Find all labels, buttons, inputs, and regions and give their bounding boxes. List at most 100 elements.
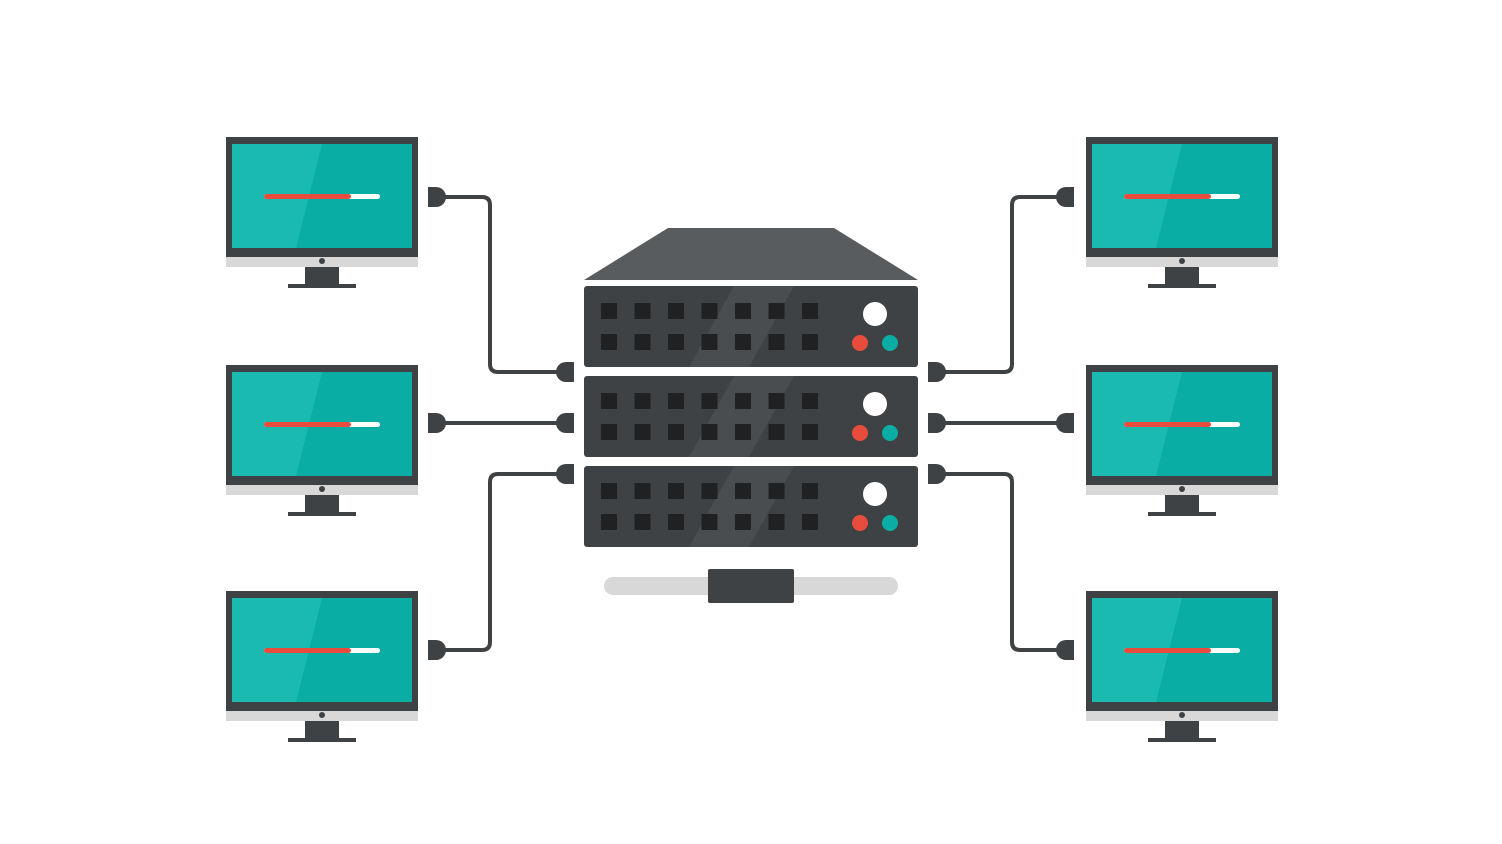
server-port bbox=[735, 424, 751, 440]
monitor-foot bbox=[1148, 738, 1216, 742]
server-port bbox=[735, 483, 751, 499]
monitor-power-dot bbox=[319, 258, 325, 264]
monitor-neck bbox=[1165, 267, 1199, 285]
status-led-teal bbox=[882, 425, 898, 441]
server-port bbox=[601, 393, 617, 409]
status-led-red bbox=[852, 425, 868, 441]
monitor-foot bbox=[288, 284, 356, 288]
server-unit-1 bbox=[584, 286, 918, 367]
cable-plug-icon bbox=[428, 640, 450, 660]
server-port bbox=[634, 424, 651, 440]
server-port bbox=[634, 334, 651, 350]
progress-fill bbox=[264, 194, 351, 199]
server-port bbox=[668, 483, 684, 499]
cable-plug-icon bbox=[552, 362, 574, 382]
server-port bbox=[735, 303, 751, 319]
monitor-neck bbox=[305, 721, 339, 739]
server-unit-2 bbox=[584, 376, 918, 457]
server-port bbox=[701, 483, 718, 499]
status-led-red bbox=[852, 335, 868, 351]
server-port bbox=[802, 483, 818, 499]
server-port bbox=[735, 393, 751, 409]
server-port bbox=[668, 334, 684, 350]
monitor-middle-right bbox=[1086, 365, 1278, 516]
server-port bbox=[701, 303, 718, 319]
server-port bbox=[735, 514, 751, 530]
server-port bbox=[768, 303, 785, 319]
server-port bbox=[601, 514, 617, 530]
server-port bbox=[601, 303, 617, 319]
monitor-foot bbox=[288, 512, 356, 516]
network-cable bbox=[944, 472, 1058, 652]
monitor-foot bbox=[1148, 512, 1216, 516]
server-port bbox=[768, 514, 785, 530]
monitor-neck bbox=[1165, 721, 1199, 739]
server-port bbox=[668, 303, 684, 319]
monitor-power-dot bbox=[319, 486, 325, 492]
monitor-power-dot bbox=[1179, 486, 1185, 492]
cable-plug-icon bbox=[928, 362, 950, 382]
status-led-white bbox=[863, 392, 887, 416]
progress-fill bbox=[1124, 422, 1211, 427]
server-port bbox=[802, 514, 818, 530]
server-port bbox=[601, 483, 617, 499]
status-led-teal bbox=[882, 335, 898, 351]
progress-fill bbox=[264, 422, 351, 427]
server-port bbox=[768, 424, 785, 440]
monitor-top-left bbox=[226, 137, 418, 288]
status-led-white bbox=[863, 302, 887, 326]
server-port bbox=[802, 393, 818, 409]
server-port bbox=[802, 424, 818, 440]
status-led-red bbox=[852, 515, 868, 531]
server-port bbox=[634, 393, 651, 409]
server-port bbox=[701, 514, 718, 530]
status-led-teal bbox=[882, 515, 898, 531]
server-port bbox=[668, 393, 684, 409]
server-rack-icon bbox=[584, 228, 918, 603]
monitor-bottom-right bbox=[1086, 591, 1278, 742]
server-port bbox=[701, 334, 718, 350]
server-port bbox=[701, 393, 718, 409]
network-cable bbox=[446, 195, 558, 374]
server-port bbox=[634, 483, 651, 499]
server-top-cover bbox=[584, 228, 918, 280]
cable-plug-icon bbox=[428, 413, 450, 433]
cable-plug-icon bbox=[928, 413, 950, 433]
monitor-neck bbox=[305, 495, 339, 513]
server-port bbox=[802, 303, 818, 319]
progress-fill bbox=[264, 648, 351, 653]
cable-plug-icon bbox=[1052, 413, 1074, 433]
server-port bbox=[768, 393, 785, 409]
cable-plug-icon bbox=[552, 413, 574, 433]
server-port bbox=[634, 514, 651, 530]
monitor-foot bbox=[288, 738, 356, 742]
monitor-power-dot bbox=[1179, 712, 1185, 718]
monitor-middle-left bbox=[226, 365, 418, 516]
cable-plug-icon bbox=[428, 187, 450, 207]
server-port bbox=[701, 424, 718, 440]
monitor-bottom-left bbox=[226, 591, 418, 742]
cable-plug-icon bbox=[1052, 640, 1074, 660]
monitor-power-dot bbox=[1179, 258, 1185, 264]
cable-plug-icon bbox=[928, 464, 950, 484]
network-cable bbox=[944, 195, 1058, 374]
server-port bbox=[634, 303, 651, 319]
cable-plug-icon bbox=[552, 464, 574, 484]
server-port bbox=[601, 334, 617, 350]
server-base-block bbox=[708, 569, 794, 603]
server-unit-3 bbox=[584, 466, 918, 547]
server-port bbox=[768, 483, 785, 499]
server-port bbox=[601, 424, 617, 440]
monitor-top-right bbox=[1086, 137, 1278, 288]
status-led-white bbox=[863, 482, 887, 506]
progress-fill bbox=[1124, 194, 1211, 199]
progress-fill bbox=[1124, 648, 1211, 653]
monitor-neck bbox=[1165, 495, 1199, 513]
monitors-layer bbox=[226, 137, 1278, 742]
cables-layer bbox=[428, 187, 1074, 660]
cable-plug-icon bbox=[1052, 187, 1074, 207]
monitor-neck bbox=[305, 267, 339, 285]
server-port bbox=[768, 334, 785, 350]
server-port bbox=[802, 334, 818, 350]
